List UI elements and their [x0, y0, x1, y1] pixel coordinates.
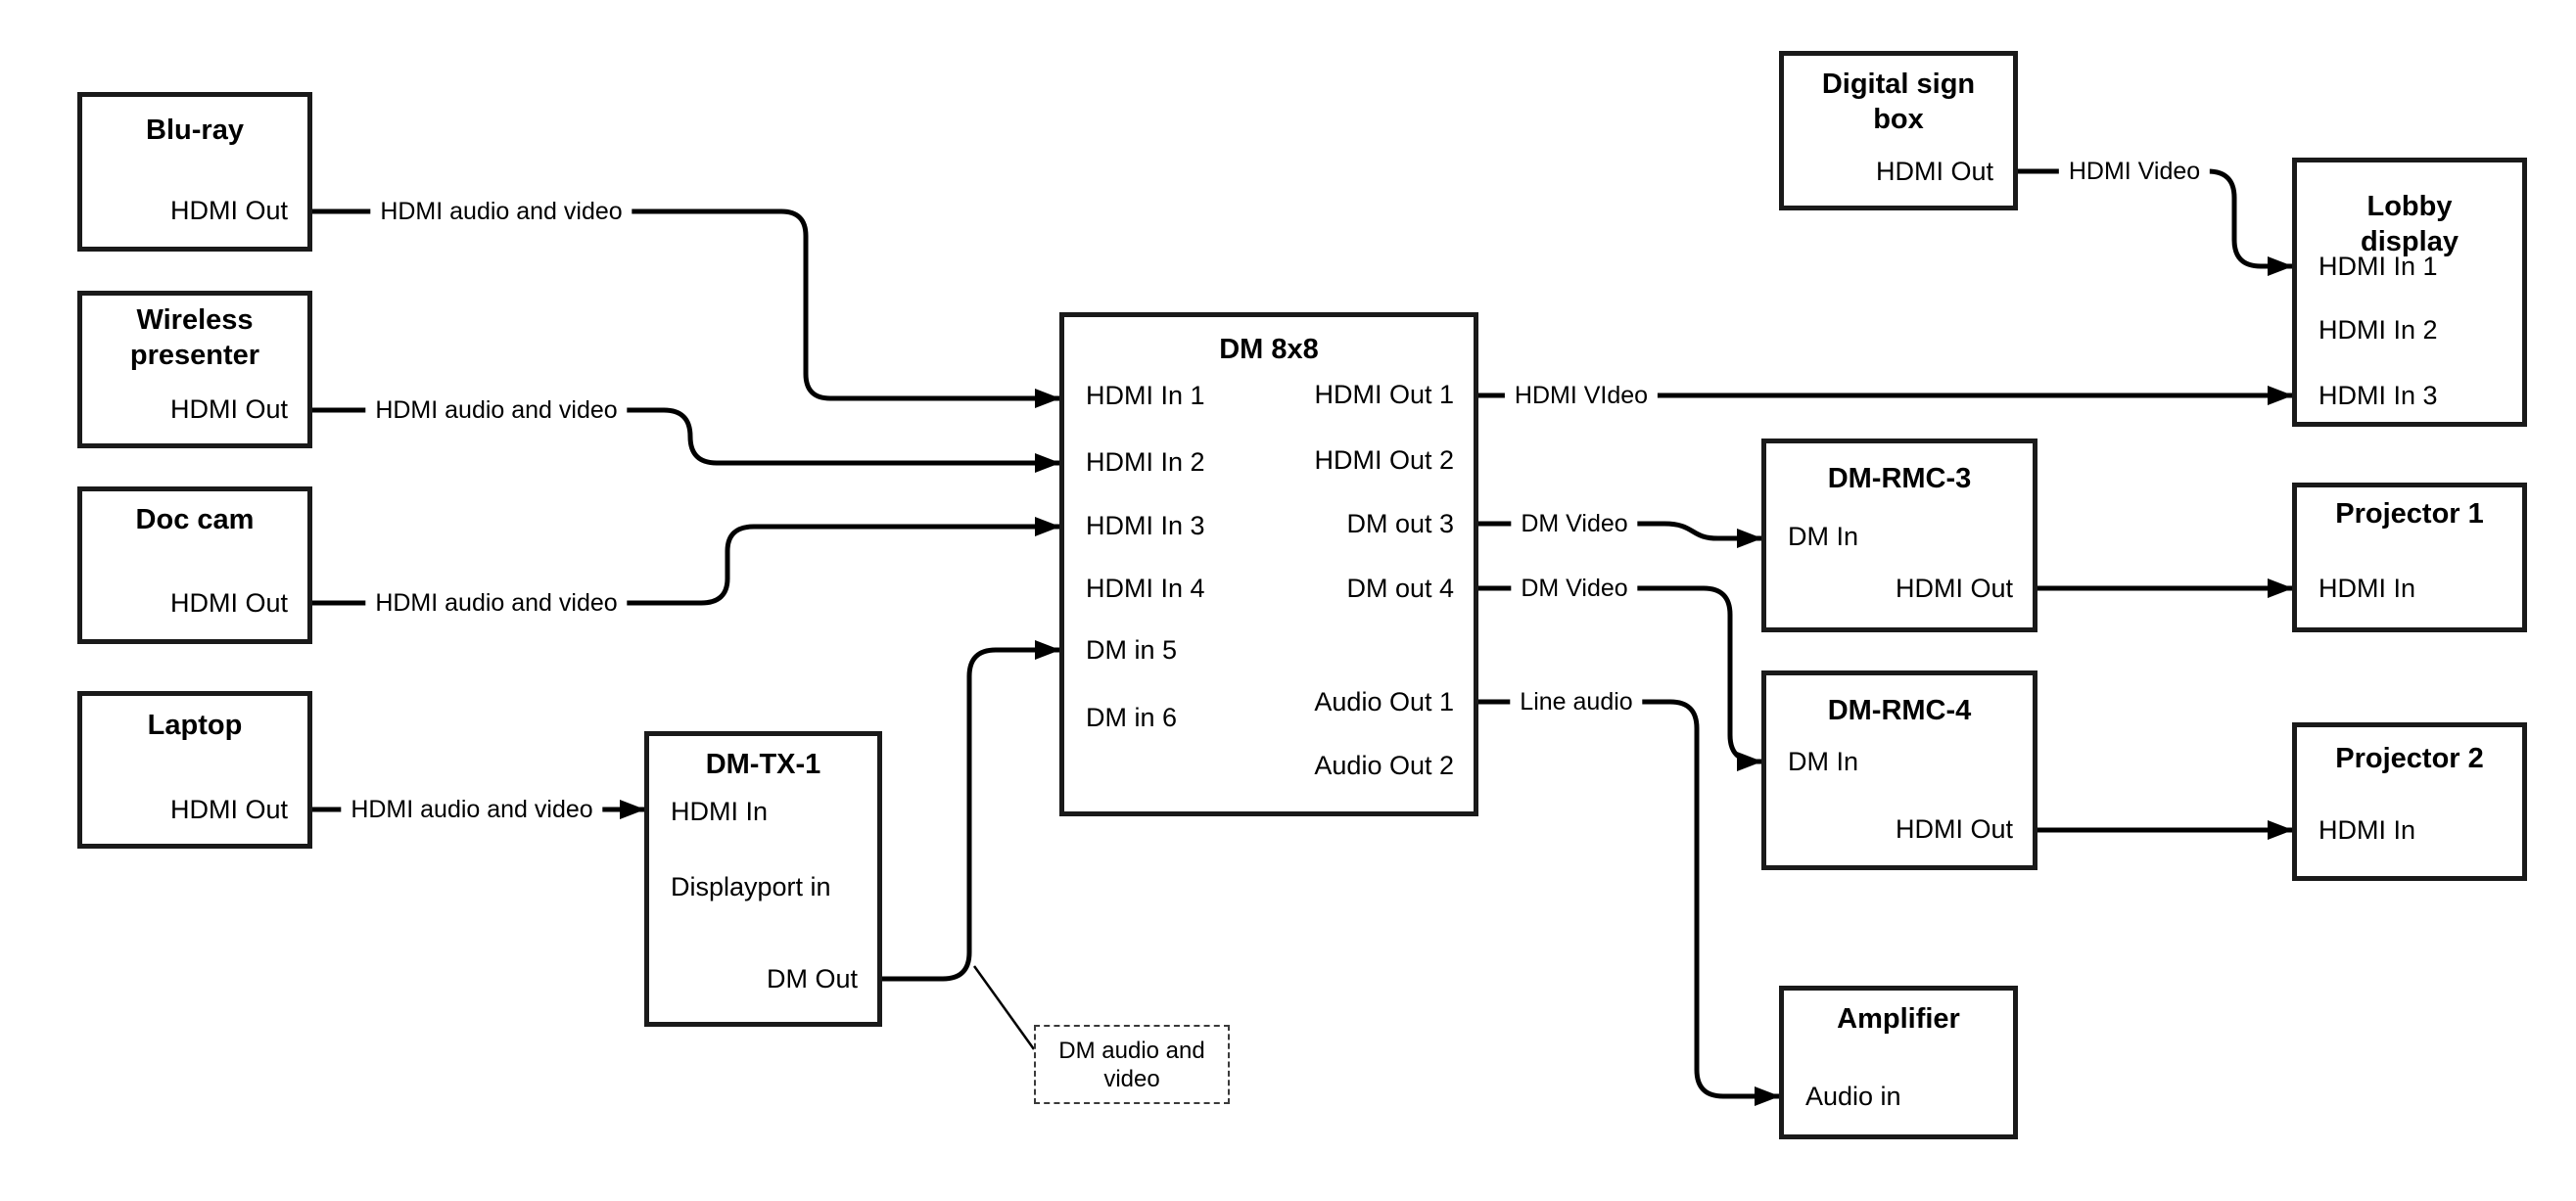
port-hdmi-out: HDMI Out [1895, 814, 2013, 844]
port-displayport-in: Displayport in [671, 872, 831, 901]
device-title: DM-RMC-3 [1827, 463, 1972, 494]
wire-dm8x8-audio1-to-amplifier[interactable] [1478, 699, 1780, 1106]
port-hdmi-in-2: HDMI In 2 [2318, 315, 2438, 345]
device-title: Lobby display [2361, 191, 2459, 257]
device-dm-rmc-3[interactable]: DM-RMC-3 DM In HDMI Out [1761, 439, 2037, 632]
wire-label-wireless: HDMI audio and video [365, 395, 628, 425]
wire-label-doccam: HDMI audio and video [365, 588, 628, 618]
device-lobby-display[interactable]: Lobby display HDMI In 1 HDMI In 2 HDMI I… [2292, 158, 2527, 427]
port-audio-in: Audio in [1805, 1082, 1901, 1111]
port-hdmi-out: HDMI Out [1875, 157, 1993, 186]
port-hdmi-in-3: HDMI In 3 [2318, 381, 2438, 410]
port-dm-in-6: DM in 6 [1086, 703, 1178, 732]
device-title: Digital sign box [1821, 69, 1976, 135]
port-audio-out-1: Audio Out 1 [1314, 687, 1454, 716]
device-digital-sign-box[interactable]: Digital sign box HDMI Out [1779, 51, 2018, 210]
port-hdmi-in: HDMI In [2318, 815, 2416, 845]
device-projector-1[interactable]: Projector 1 HDMI In [2292, 483, 2527, 632]
wire-sign-to-lobby-in1[interactable] [2018, 168, 2293, 276]
device-title: Laptop [147, 710, 243, 741]
device-bluray[interactable]: Blu-ray HDMI Out [77, 92, 312, 252]
port-hdmi-out: HDMI Out [169, 588, 288, 618]
port-dm-in: DM In [1788, 747, 1859, 776]
wire-label-line-audio: Line audio [1510, 687, 1643, 716]
port-hdmi-in-2: HDMI In 2 [1086, 447, 1205, 477]
wire-label-laptop: HDMI audio and video [341, 795, 603, 824]
device-laptop[interactable]: Laptop HDMI Out [77, 691, 312, 849]
note-leader-line [972, 965, 1036, 1050]
port-hdmi-out: HDMI Out [169, 196, 288, 225]
port-dm-out-3: DM out 3 [1346, 509, 1454, 538]
port-dm-in-5: DM in 5 [1086, 635, 1178, 665]
port-hdmi-out-2: HDMI Out 2 [1314, 445, 1454, 475]
port-hdmi-out: HDMI Out [169, 394, 288, 424]
device-title: Wireless presenter [129, 304, 260, 371]
device-title: Projector 2 [2335, 743, 2484, 774]
device-title: Amplifier [1837, 1003, 1960, 1035]
wire-wireless-to-dm8x8-in2[interactable] [312, 407, 1060, 473]
port-hdmi-in-4: HDMI In 4 [1086, 574, 1205, 603]
device-dm-tx-1[interactable]: DM-TX-1 HDMI In Displayport in DM Out [644, 731, 882, 1027]
device-title: DM 8x8 [1219, 334, 1319, 365]
port-hdmi-in-1: HDMI In 1 [2318, 252, 2438, 281]
wire-doccam-to-dm8x8-in3[interactable] [312, 517, 1060, 606]
wire-dmtx1-to-dm8x8-in5[interactable] [882, 640, 1060, 982]
device-title: DM-RMC-4 [1827, 695, 1972, 726]
device-title: Blu-ray [146, 115, 244, 146]
wire-label-dm-video-4: DM Video [1511, 574, 1638, 603]
device-title: Doc cam [135, 504, 255, 535]
port-hdmi-out-1: HDMI Out 1 [1314, 380, 1454, 409]
device-doc-cam[interactable]: Doc cam HDMI Out [77, 486, 312, 644]
device-projector-2[interactable]: Projector 2 HDMI In [2292, 722, 2527, 881]
port-dm-in: DM In [1788, 522, 1859, 551]
annotation-dm-audio-video[interactable]: DM audio and video [1034, 1025, 1230, 1104]
port-hdmi-out: HDMI Out [1895, 574, 2013, 603]
device-title: DM-TX-1 [705, 749, 821, 780]
port-hdmi-in: HDMI In [671, 797, 769, 826]
port-hdmi-in-1: HDMI In 1 [1086, 381, 1205, 410]
device-dm-8x8[interactable]: DM 8x8 HDMI In 1 HDMI In 2 HDMI In 3 HDM… [1059, 312, 1478, 816]
port-hdmi-in: HDMI In [2318, 574, 2416, 603]
device-title: Projector 1 [2335, 498, 2484, 530]
wire-label-dm-video-3: DM Video [1511, 509, 1638, 538]
device-dm-rmc-4[interactable]: DM-RMC-4 DM In HDMI Out [1761, 670, 2037, 870]
wire-bluray-to-dm8x8-in1[interactable] [312, 208, 1060, 408]
port-hdmi-out: HDMI Out [169, 795, 288, 824]
wire-label-bluray: HDMI audio and video [370, 197, 632, 226]
port-dm-out-4: DM out 4 [1346, 574, 1454, 603]
device-amplifier[interactable]: Amplifier Audio in [1779, 986, 2018, 1139]
device-wireless-presenter[interactable]: Wireless presenter HDMI Out [77, 291, 312, 448]
port-dm-out: DM Out [766, 964, 858, 993]
wire-label-hdmi-video-out1: HDMI VIdeo [1504, 381, 1659, 410]
wire-dm8x8-out3-to-rmc3[interactable] [1478, 521, 1762, 548]
wire-dm8x8-out4-to-rmc4[interactable] [1478, 585, 1762, 771]
port-hdmi-in-3: HDMI In 3 [1086, 511, 1205, 540]
wire-label-hdmi-video-sign: HDMI Video [2058, 157, 2211, 186]
port-audio-out-2: Audio Out 2 [1314, 751, 1454, 780]
